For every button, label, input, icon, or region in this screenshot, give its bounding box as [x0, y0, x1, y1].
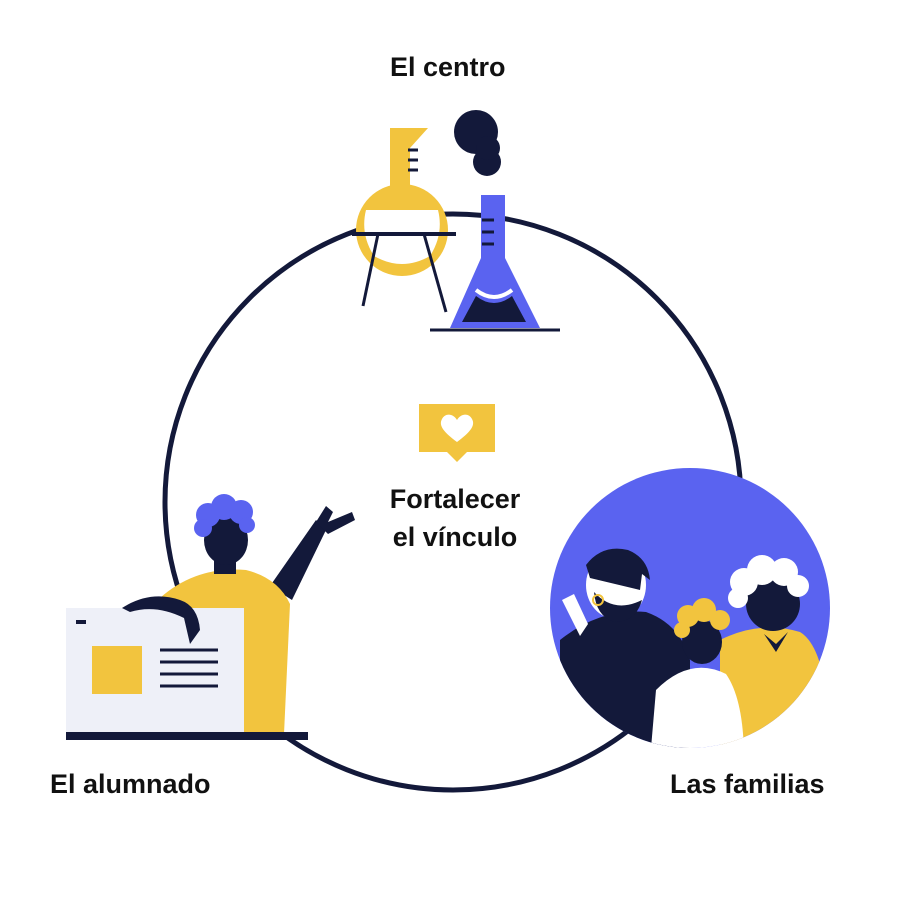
center-label-line-1: Fortalecer: [389, 484, 521, 514]
node-label-las-familias: Las familias: [670, 769, 825, 799]
round-flask-icon: [352, 128, 456, 313]
center-label-line-2: el vínculo: [392, 522, 518, 552]
family-illustration: [550, 468, 830, 748]
node-label-el-alumnado: El alumnado: [50, 769, 211, 799]
student-illustration: [66, 494, 355, 740]
smoke-icon: [454, 110, 501, 176]
lab-flasks-illustration: [352, 110, 560, 332]
conical-flask-icon: [430, 195, 560, 332]
heart-speech-bubble-icon: [419, 404, 495, 462]
node-label-el-centro: El centro: [390, 52, 506, 82]
center-label: Fortalecer el vínculo: [340, 480, 570, 556]
